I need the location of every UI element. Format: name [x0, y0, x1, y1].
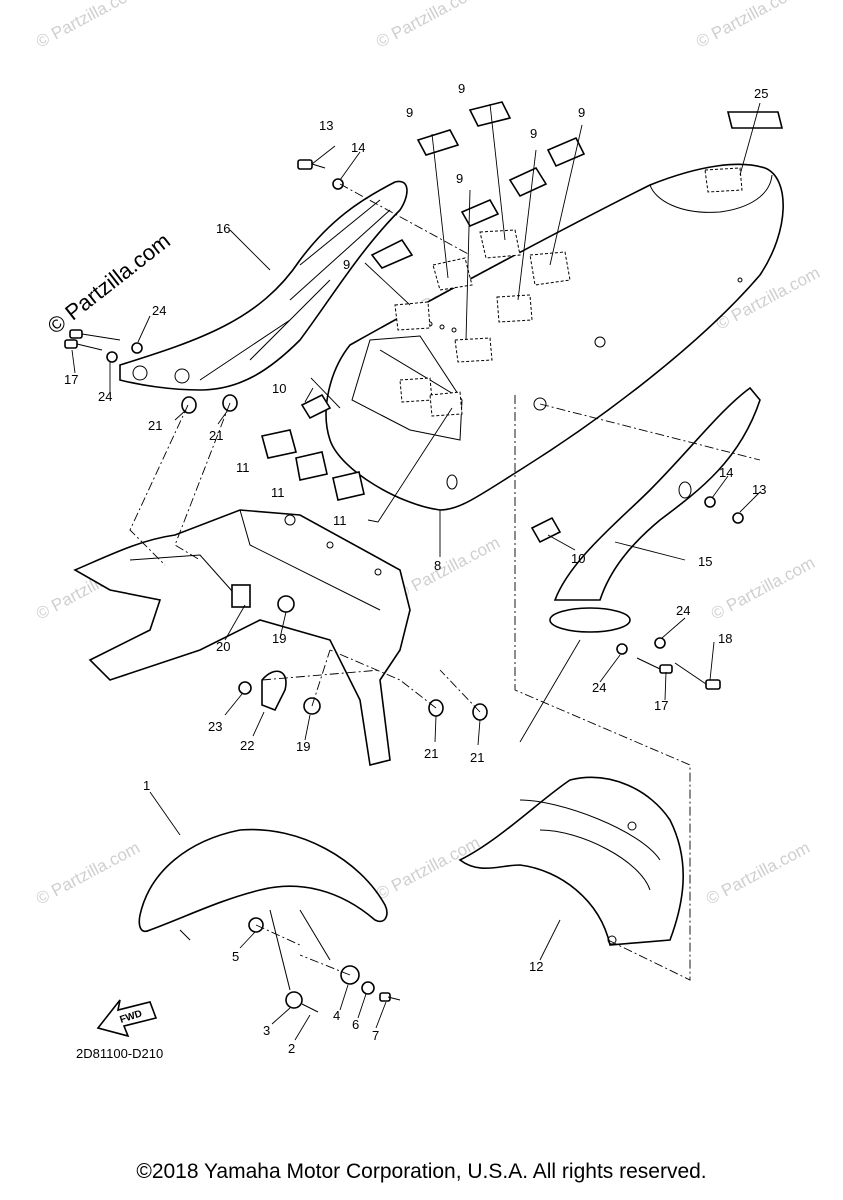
- callout-24: 24: [98, 389, 112, 404]
- callout-2: 2: [288, 1041, 295, 1056]
- callout-23: 23: [208, 719, 222, 734]
- callout-14: 14: [351, 140, 365, 155]
- callout-22: 22: [240, 738, 254, 753]
- callout-13: 13: [752, 482, 766, 497]
- callout-24: 24: [676, 603, 690, 618]
- callout-3: 3: [263, 1023, 270, 1038]
- forward-arrow: FWD: [96, 999, 158, 1038]
- watermark: © Partzilla.com: [703, 838, 813, 909]
- callout-21: 21: [209, 428, 223, 443]
- watermark: © Partzilla.com: [373, 0, 483, 52]
- callout-14: 14: [719, 465, 733, 480]
- callout-6: 6: [352, 1017, 359, 1032]
- callout-24: 24: [592, 680, 606, 695]
- callout-11: 11: [333, 513, 347, 528]
- callout-21: 21: [424, 746, 438, 761]
- inner-fender: [458, 776, 684, 946]
- callout-21: 21: [148, 418, 162, 433]
- watermark: © Partzilla.com: [708, 553, 818, 624]
- left-fender-stay: [119, 180, 408, 391]
- emblem-outlines: [394, 167, 743, 417]
- callout-9: 9: [406, 105, 413, 120]
- callout-9: 9: [456, 171, 463, 186]
- callout-19: 19: [272, 631, 286, 646]
- watermark: © Partzilla.com: [33, 0, 143, 52]
- callout-9: 9: [458, 81, 465, 96]
- callout-13: 13: [319, 118, 333, 133]
- callout-17: 17: [654, 698, 668, 713]
- callout-10: 10: [272, 381, 286, 396]
- callout-9: 9: [578, 105, 585, 120]
- watermark: © Partzilla.com: [693, 0, 803, 52]
- callouts: 1 2 3 4 5 6 7 8 9 9 9 9 9 9 10 10 11 11 …: [64, 81, 768, 1056]
- partzilla-logo-watermark: © Partzilla.com: [43, 228, 175, 339]
- callout-11: 11: [236, 460, 250, 475]
- diagram-code: 2D81100-D210: [76, 1046, 164, 1061]
- watermark: © Partzilla.com: [393, 533, 503, 604]
- callout-16: 16: [216, 221, 230, 236]
- callout-21: 21: [470, 750, 484, 765]
- watermark: © Partzilla.com: [33, 838, 143, 909]
- rear-fender: [325, 163, 784, 511]
- callout-7: 7: [372, 1028, 379, 1043]
- watermark: © Partzilla.com: [373, 833, 483, 904]
- frame: [73, 509, 411, 766]
- callout-8: 8: [434, 558, 441, 573]
- callout-25: 25: [754, 86, 768, 101]
- callout-1: 1: [143, 778, 150, 793]
- callout-20: 20: [216, 639, 230, 654]
- hardware: [64, 159, 744, 1013]
- callout-18: 18: [718, 631, 732, 646]
- pads: [261, 393, 562, 544]
- copyright-notice: ©2018 Yamaha Motor Corporation, U.S.A. A…: [136, 1160, 707, 1183]
- callout-24: 24: [152, 303, 166, 318]
- callout-5: 5: [232, 949, 239, 964]
- callout-19: 19: [296, 739, 310, 754]
- right-fender-stay: [549, 386, 761, 633]
- callout-11: 11: [271, 485, 285, 500]
- callout-9: 9: [343, 257, 350, 272]
- callout-17: 17: [64, 372, 78, 387]
- callout-10: 10: [571, 551, 585, 566]
- callout-12: 12: [529, 959, 543, 974]
- callout-15: 15: [698, 554, 712, 569]
- callout-9: 9: [530, 126, 537, 141]
- assembly-lines: [129, 183, 761, 981]
- front-fender: [138, 828, 388, 991]
- callout-4: 4: [333, 1008, 340, 1023]
- leader-lines: [71, 102, 761, 1041]
